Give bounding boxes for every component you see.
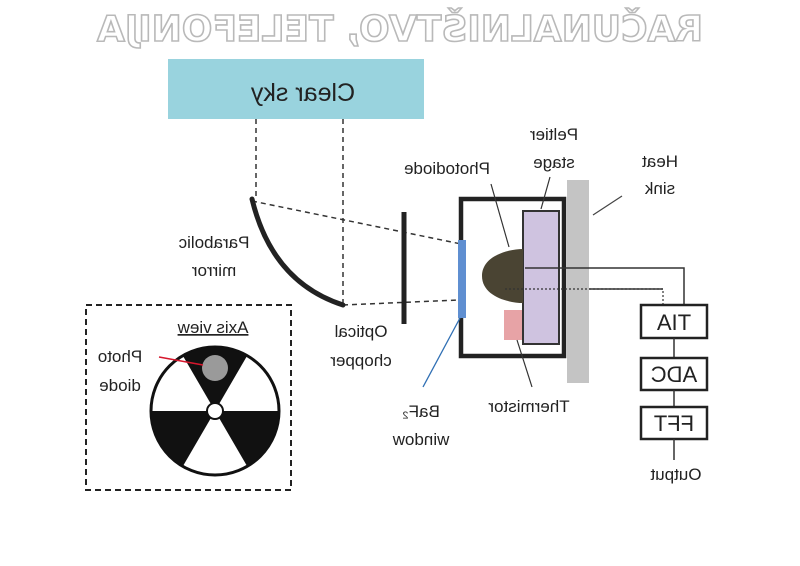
signal-wire-outer xyxy=(525,267,685,305)
thermistor xyxy=(504,310,522,340)
peltier-label-line2: stage xyxy=(533,153,575,172)
heat-sink xyxy=(567,180,589,383)
heat-sink-label-line2: sink xyxy=(644,179,675,198)
peltier-label-line1: Peltier xyxy=(530,125,579,144)
photo-diode-label-line2: diode xyxy=(99,376,141,395)
photodiode xyxy=(482,249,523,303)
heat-sink-label-line1: Heat xyxy=(642,152,678,171)
axis-view-inset xyxy=(85,304,292,491)
thermistor-leader xyxy=(516,339,533,388)
photo-diode-label-line1: Photo xyxy=(98,347,142,366)
baf2-label-line2: window xyxy=(392,430,450,449)
parabolic-mirror-label-line1: Parabolic xyxy=(178,233,249,252)
thermistor-label: Thermistor xyxy=(488,397,570,416)
photodiode-leader xyxy=(490,183,510,248)
parabolic-mirror xyxy=(249,196,346,308)
fft-label: FFT xyxy=(654,411,694,436)
watermark-text: RAČUNALNIŠTVO, TELEFONIJA xyxy=(97,8,703,50)
clear-sky-box xyxy=(168,59,424,119)
baf2-leader xyxy=(422,317,461,388)
baf2-label-line1: BaF₂ xyxy=(402,402,440,421)
baf2-window xyxy=(458,240,466,318)
clear-sky-label: Clear sky xyxy=(250,79,355,107)
tia-label: TIA xyxy=(657,310,692,335)
peltier-stage xyxy=(522,210,560,345)
peltier-leader xyxy=(540,176,551,210)
photodiode-label: Photodiode xyxy=(404,159,490,178)
output-label: Output xyxy=(650,465,701,484)
optical-chopper-label-line2: chopper xyxy=(330,351,392,370)
axis-photodiode-leader xyxy=(158,356,204,366)
heat-sink-leader xyxy=(592,195,623,216)
adc-label: ADC xyxy=(651,362,698,387)
axis-photodiode xyxy=(202,355,228,381)
axis-view-label: Axis view xyxy=(177,318,249,337)
fft-box xyxy=(639,405,709,441)
focus-ray-upper xyxy=(251,200,506,254)
tia-box xyxy=(639,303,709,340)
optical-chopper-label-line1: Optical xyxy=(335,322,388,341)
parabolic-mirror-label-line2: mirror xyxy=(191,261,236,280)
